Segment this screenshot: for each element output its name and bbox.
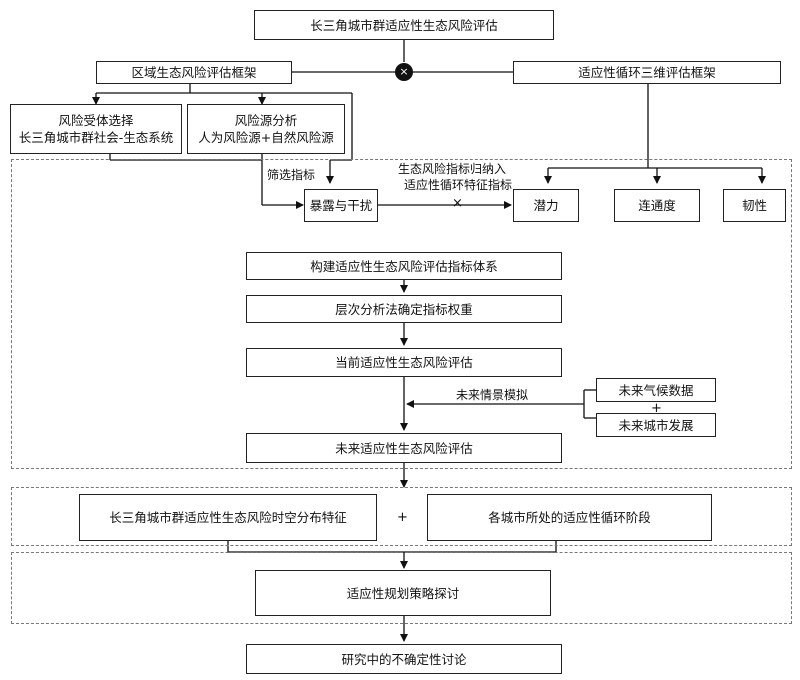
title-box: 长三角城市群适应性生态风险评估 xyxy=(254,10,554,40)
risk-receptor-title: 风险受体选择 xyxy=(58,113,134,128)
regional-framework-box: 区域生态风险评估框架 xyxy=(96,61,292,84)
dimension-resilience-box: 韧性 xyxy=(723,189,786,222)
dimension-connectedness-text: 连通度 xyxy=(638,198,676,213)
future-urban-box: 未来城市发展 xyxy=(596,413,716,437)
dimension-potential-box: 潜力 xyxy=(513,189,579,222)
risk-source-box: 风险源分析 人为风险源+自然风险源 xyxy=(187,104,345,154)
exposure-box: 暴露与干扰 xyxy=(304,189,378,222)
spatiotemporal-result-text: 长三角城市群适应性生态风险时空分布特征 xyxy=(109,510,347,525)
planning-region xyxy=(11,552,792,624)
planning-text: 适应性规划策略探讨 xyxy=(346,585,460,601)
results-plus-symbol: + xyxy=(397,510,408,525)
future-urban-text: 未来城市发展 xyxy=(618,417,694,433)
step-current-assessment-text: 当前适应性生态风险评估 xyxy=(335,355,473,370)
step-current-assessment-box: 当前适应性生态风险评估 xyxy=(246,348,562,377)
dimension-resilience-text: 韧性 xyxy=(741,198,767,213)
uncertainty-box: 研究中的不确定性讨论 xyxy=(246,644,562,674)
title-text: 长三角城市群适应性生态风险评估 xyxy=(310,17,498,33)
dimension-connectedness-box: 连通度 xyxy=(614,189,700,222)
spatiotemporal-result-box: 长三角城市群适应性生态风险时空分布特征 xyxy=(79,494,377,541)
cycle-framework-box: 适应性循环三维评估框架 xyxy=(513,61,781,84)
combine-symbol: × xyxy=(399,65,409,78)
risk-receptor-box: 风险受体选择 长三角城市群社会-生态系统 xyxy=(10,104,182,154)
planning-box: 适应性规划策略探讨 xyxy=(255,570,551,616)
cycle-stage-result-box: 各城市所处的适应性循环阶段 xyxy=(427,494,712,541)
scenario-label: 未来情景模拟 xyxy=(456,388,529,402)
future-climate-text: 未来气候数据 xyxy=(618,382,694,398)
results-region xyxy=(11,487,792,546)
risk-receptor-detail: 长三角城市群社会-生态系统 xyxy=(18,130,174,145)
step-future-assessment-text: 未来适应性生态风险评估 xyxy=(335,440,473,456)
step-future-assessment-box: 未来适应性生态风险评估 xyxy=(246,433,562,463)
future-climate-box: 未来气候数据 xyxy=(596,378,716,402)
combine-cross-icon: × xyxy=(395,63,413,81)
assessment-region xyxy=(11,159,792,469)
link-cross-symbol: × xyxy=(452,196,463,211)
risk-source-detail: 人为风险源+自然风险源 xyxy=(198,130,334,145)
step-ahp-weights-box: 层次分析法确定指标权重 xyxy=(246,295,562,323)
step-index-system-box: 构建适应性生态风险评估指标体系 xyxy=(246,252,562,280)
future-plus-symbol: + xyxy=(651,401,662,416)
cycle-framework-text: 适应性循环三维评估框架 xyxy=(578,65,716,80)
screen-indicator-label: 筛选指标 xyxy=(267,168,316,183)
risk-source-title: 风险源分析 xyxy=(234,113,298,128)
cycle-stage-result-text: 各城市所处的适应性循环阶段 xyxy=(488,510,651,525)
incorporate-label-line2: 适应性循环特征指标 xyxy=(404,178,513,192)
exposure-text: 暴露与干扰 xyxy=(309,198,373,213)
regional-framework-text: 区域生态风险评估框架 xyxy=(131,65,257,80)
incorporate-label-line1: 生态风险指标归纳入 xyxy=(398,162,507,176)
dimension-potential-text: 潜力 xyxy=(533,198,559,213)
uncertainty-text: 研究中的不确定性讨论 xyxy=(341,651,467,667)
step-index-system-text: 构建适应性生态风险评估指标体系 xyxy=(310,258,498,274)
step-ahp-weights-text: 层次分析法确定指标权重 xyxy=(335,301,473,317)
